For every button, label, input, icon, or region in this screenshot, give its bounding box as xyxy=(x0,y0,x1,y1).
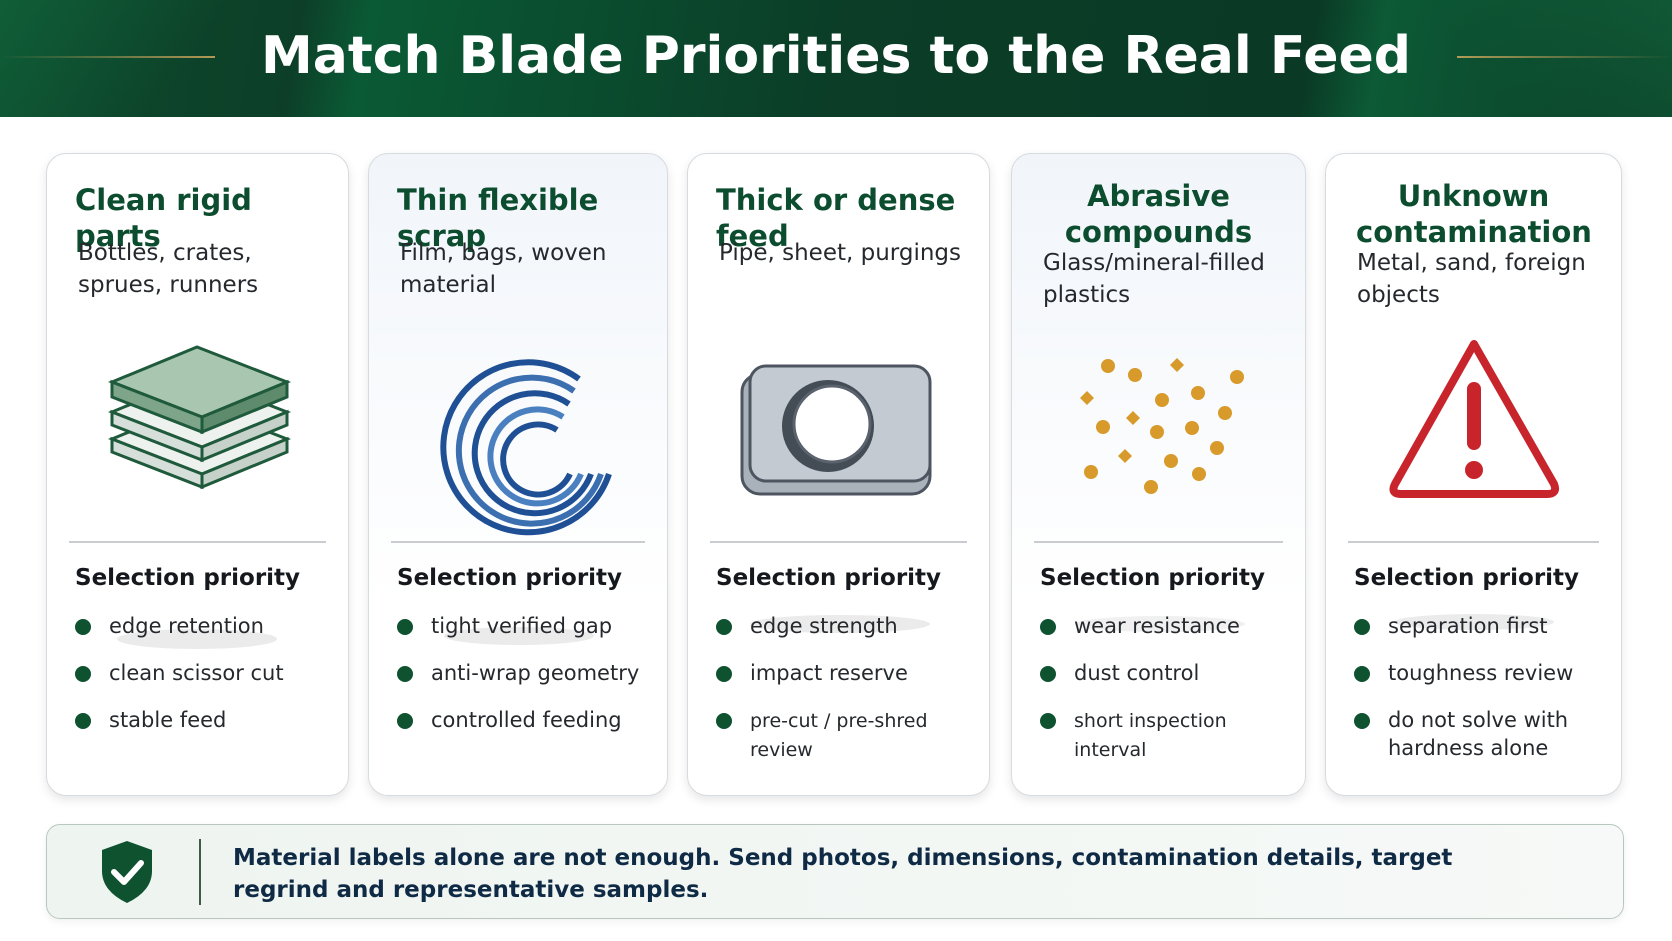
list-item-text: stable feed xyxy=(109,708,227,732)
list-item: tight verified gap xyxy=(397,612,657,640)
header-banner: Match Blade Priorities to the Real Feed xyxy=(0,0,1672,117)
list-item: controlled feeding xyxy=(397,706,657,734)
selection-priority-heading: Selection priority xyxy=(1040,565,1266,591)
list-item: separation first xyxy=(1354,612,1607,640)
bullet-dot xyxy=(1354,666,1370,682)
card-title: Thin flexible scrap xyxy=(397,183,599,253)
selection-priority-heading: Selection priority xyxy=(397,565,623,591)
selection-priority-heading: Selection priority xyxy=(1354,565,1580,591)
card-subtitle: Glass/mineral-filled plastics xyxy=(1043,250,1265,308)
bullet-dot xyxy=(75,619,91,635)
card-abrasive-compounds: Abrasive compounds Glass/mineral-filled … xyxy=(1011,153,1306,796)
film-roll-icon xyxy=(440,359,612,645)
card-subtitle: Bottles, crates, sprues, runners xyxy=(78,240,259,298)
shield-check-icon xyxy=(102,841,152,903)
mineral-particles-icon xyxy=(1075,358,1245,632)
list-item-text: do not solve with hardness alone xyxy=(1388,708,1569,760)
priority-list: tight verified gap anti-wrap geometry co… xyxy=(397,612,657,753)
list-item-text: short inspection interval xyxy=(1074,710,1227,761)
bullet-dot xyxy=(716,666,732,682)
bullet-dot xyxy=(75,713,91,729)
header-gold-line-right xyxy=(1457,56,1672,58)
bullet-dot xyxy=(75,666,91,682)
banner-message: Material labels alone are not enough. Se… xyxy=(233,845,1453,903)
list-item: wear resistance xyxy=(1040,612,1295,640)
list-item: stable feed xyxy=(75,706,338,734)
list-item: edge strength xyxy=(716,612,979,640)
list-item: clean scissor cut xyxy=(75,659,338,687)
list-item: short inspection interval xyxy=(1040,706,1295,764)
list-item-text: edge strength xyxy=(750,614,898,638)
list-item: pre-cut / pre-shred review xyxy=(716,706,979,764)
selection-priority-heading: Selection priority xyxy=(716,565,942,591)
list-item-text: clean scissor cut xyxy=(109,661,284,685)
list-item-text: wear resistance xyxy=(1074,614,1240,638)
card-title: Clean rigid parts xyxy=(75,183,252,253)
header-gold-line-left xyxy=(0,56,215,58)
priority-list: separation first toughness review do not… xyxy=(1354,612,1607,781)
list-item: edge retention xyxy=(75,612,338,640)
priority-list: edge retention clean scissor cut stable … xyxy=(75,612,338,753)
card-unknown-contamination: Unknown contamination Metal, sand, forei… xyxy=(1325,153,1622,796)
selection-priority-heading: Selection priority xyxy=(75,565,301,591)
card-divider xyxy=(69,541,326,543)
list-item-text: controlled feeding xyxy=(431,708,622,732)
header-facet-right xyxy=(1352,0,1672,117)
list-item: do not solve with hardness alone xyxy=(1354,706,1607,762)
bullet-dot xyxy=(1354,619,1370,635)
bullet-dot xyxy=(397,619,413,635)
header-facet-left xyxy=(0,0,300,117)
list-item: anti-wrap geometry xyxy=(397,659,657,687)
bullet-dot xyxy=(397,713,413,729)
list-item-text: tight verified gap xyxy=(431,614,613,638)
list-item-text: edge retention xyxy=(109,614,264,638)
list-item: toughness review xyxy=(1354,659,1607,687)
card-title: Unknown contamination xyxy=(1356,179,1592,249)
bullet-dot xyxy=(1040,713,1056,729)
list-item-text: pre-cut / pre-shred review xyxy=(750,710,928,761)
priority-list: edge strength impact reserve pre-cut / p… xyxy=(716,612,979,783)
list-item-text: impact reserve xyxy=(750,661,908,685)
list-item-text: dust control xyxy=(1074,661,1200,685)
list-item-text: anti-wrap geometry xyxy=(431,661,640,685)
bullet-dot xyxy=(397,666,413,682)
card-thick-dense-feed: Thick or dense feed Pipe, sheet, purging… xyxy=(687,153,990,796)
bullet-dot xyxy=(1354,713,1370,729)
warning-triangle-icon xyxy=(1389,340,1560,630)
card-divider xyxy=(1348,541,1599,543)
card-thin-flexible-scrap: Thin flexible scrap Film, bags, woven ma… xyxy=(368,153,668,796)
thick-block-icon xyxy=(740,364,932,633)
stacked-sheets-icon xyxy=(107,345,292,649)
card-divider xyxy=(710,541,967,543)
card-divider xyxy=(1034,541,1283,543)
priority-list: wear resistance dust control short inspe… xyxy=(1040,612,1295,783)
card-subtitle: Film, bags, woven material xyxy=(400,240,607,298)
card-divider xyxy=(391,541,645,543)
card-title: Abrasive compounds xyxy=(1064,179,1253,249)
card-title: Thick or dense feed xyxy=(716,183,956,253)
banner-divider xyxy=(199,839,201,905)
bullet-dot xyxy=(716,713,732,729)
card-subtitle: Pipe, sheet, purgings xyxy=(719,240,962,266)
advice-banner: Material labels alone are not enough. Se… xyxy=(46,824,1624,919)
card-subtitle: Metal, sand, foreign objects xyxy=(1357,250,1586,308)
list-item: impact reserve xyxy=(716,659,979,687)
bullet-dot xyxy=(1040,666,1056,682)
card-clean-rigid-parts: Clean rigid parts Bottles, crates, sprue… xyxy=(46,153,349,796)
list-item-text: toughness review xyxy=(1388,661,1574,685)
page-title: Match Blade Priorities to the Real Feed xyxy=(261,26,1411,86)
list-item: dust control xyxy=(1040,659,1295,687)
bullet-dot xyxy=(1040,619,1056,635)
list-item-text: separation first xyxy=(1388,614,1548,638)
bullet-dot xyxy=(716,619,732,635)
